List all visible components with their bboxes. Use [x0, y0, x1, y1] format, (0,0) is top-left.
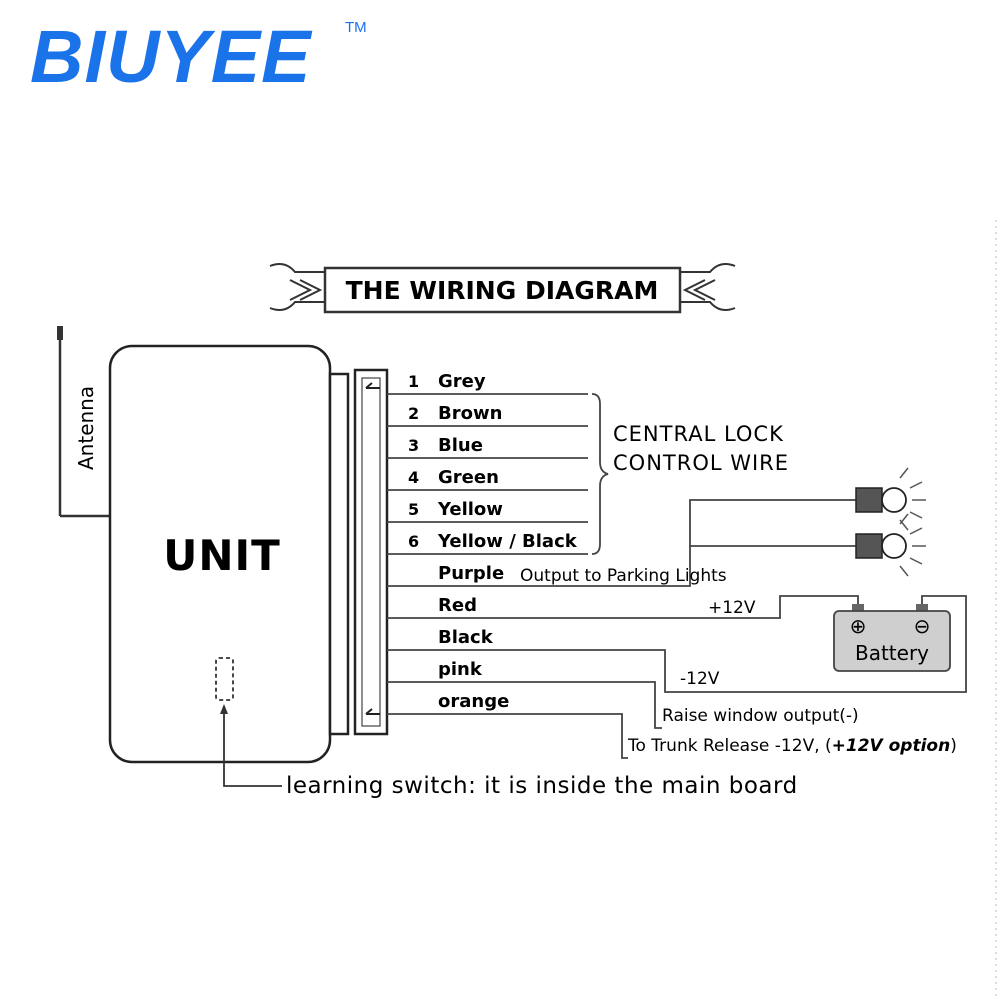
- wire-label: Red: [438, 595, 477, 616]
- light-rays-icon: [899, 467, 926, 531]
- light-rays-icon: [899, 513, 926, 577]
- trunk-note: To Trunk Release -12V, (+12V option): [627, 736, 957, 756]
- bulb-icon: [881, 533, 907, 559]
- unit: UNIT: [108, 344, 332, 787]
- wire-number: 5: [408, 500, 419, 519]
- brand-trademark: TM: [345, 19, 367, 36]
- bulb-icon: [881, 487, 907, 513]
- central-lock-line1: CENTRAL LOCK: [613, 422, 784, 446]
- central-lock-bracket: [591, 393, 609, 555]
- brand-logo: BIUYEE TM: [30, 15, 367, 98]
- title-box: [323, 266, 682, 314]
- left-ornament: [269, 263, 325, 311]
- connector-arrow-bottom: [365, 708, 380, 715]
- wire-label: Blue: [438, 435, 483, 456]
- central-lock-group: CENTRAL LOCK CONTROL WIRE: [591, 393, 789, 555]
- wire-number: 6: [408, 532, 419, 551]
- wire-labels: 1 Grey 2 Brown 3 Blue 4 Green 5 Yellow 6…: [408, 371, 578, 712]
- wire-orange-line: [387, 713, 628, 759]
- unit-label: UNIT: [163, 531, 281, 580]
- bulb-top: [855, 467, 926, 531]
- connector-inner: [361, 377, 381, 727]
- minus12-note: -12V: [680, 669, 720, 689]
- wire-label: Green: [438, 467, 499, 488]
- wire-notes: Output to Parking Lights +12V -12V Raise…: [520, 566, 957, 756]
- connector-plate: [328, 372, 350, 736]
- learning-switch-note: learning switch: it is inside the main b…: [286, 773, 798, 799]
- connector-arrow-top: [365, 382, 380, 389]
- right-ornament: [680, 263, 736, 311]
- connector-plug: [353, 368, 389, 736]
- brand-name: BIUYEE: [30, 15, 313, 98]
- wire-label: pink: [438, 659, 483, 680]
- wire-red-line: [387, 595, 859, 619]
- battery-body: [833, 610, 951, 672]
- battery-plus-icon: ⊕: [850, 614, 867, 638]
- parking-note: Output to Parking Lights: [520, 566, 727, 586]
- battery-terminal-plus: [852, 604, 864, 612]
- wire-lines: [387, 393, 967, 759]
- learning-switch-pointer: [223, 706, 282, 787]
- parking-lights: [855, 467, 926, 577]
- wire-purple-line: [387, 499, 858, 587]
- antenna-label: Antenna: [74, 386, 98, 470]
- connector: [328, 368, 389, 736]
- wire-label: Brown: [438, 403, 502, 424]
- wire-number: 3: [408, 436, 419, 455]
- title-banner: THE WIRING DIAGRAM: [269, 263, 736, 314]
- wire-number: 1: [408, 372, 419, 391]
- wire-black-line: [387, 595, 967, 693]
- battery: ⊕ ⊖ Battery: [833, 604, 951, 672]
- bulb-bottom: [855, 513, 926, 577]
- wire-label: Purple: [438, 563, 504, 584]
- antenna-tip: [57, 326, 63, 340]
- wire-label: orange: [438, 691, 509, 712]
- battery-label: Battery: [855, 641, 929, 665]
- plus12-note: +12V: [708, 598, 756, 618]
- pointer-arrow: [220, 704, 228, 714]
- antenna: Antenna: [57, 326, 110, 518]
- wire-label: Yellow: [437, 499, 503, 520]
- battery-terminal-minus: [916, 604, 928, 612]
- central-lock-line2: CONTROL WIRE: [613, 451, 789, 475]
- wire-pink-line: [387, 681, 662, 729]
- battery-minus-icon: ⊖: [914, 614, 931, 638]
- wire-label: Yellow / Black: [437, 531, 578, 552]
- diagram-title: THE WIRING DIAGRAM: [346, 276, 659, 305]
- wire-label: Black: [438, 627, 494, 648]
- wire-number: 2: [408, 404, 419, 423]
- raise-window-note: Raise window output(-): [662, 706, 859, 726]
- wire-label: Grey: [438, 371, 486, 392]
- wire-number: 4: [408, 468, 419, 487]
